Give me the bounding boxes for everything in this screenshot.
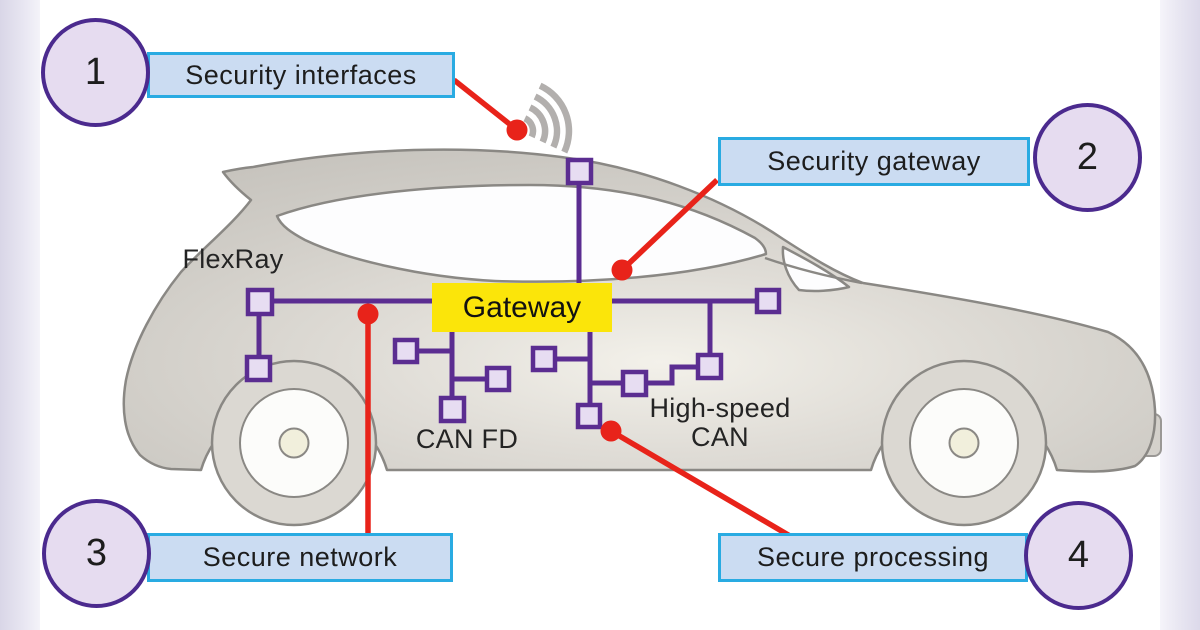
beltline bbox=[764, 256, 863, 285]
callout-number-circle-3: 3 bbox=[42, 499, 151, 608]
bus-end-node bbox=[754, 287, 782, 315]
callout-box-security-interfaces: Security interfaces bbox=[147, 52, 455, 98]
background-gradient-left bbox=[0, 0, 40, 630]
flexray-label: FlexRay bbox=[182, 244, 284, 274]
pointer-line-4 bbox=[609, 428, 792, 539]
high-speed-can-line1: High-speed bbox=[649, 393, 791, 423]
ecu-nodes bbox=[244, 157, 782, 430]
front-wheel bbox=[880, 359, 1048, 527]
callout-number: 1 bbox=[84, 51, 107, 93]
hscan-step-link bbox=[646, 364, 700, 386]
canfd-node-a bbox=[392, 337, 420, 365]
high-speed-can-label: High-speed CAN bbox=[630, 394, 810, 452]
canfd-node-c bbox=[438, 395, 467, 424]
can-fd-label: CAN FD bbox=[415, 424, 519, 454]
windshield-glass bbox=[781, 245, 851, 293]
wifi-signal-icon bbox=[523, 82, 573, 154]
pointer-dot-4 bbox=[600, 420, 622, 442]
background-gradient-right bbox=[1160, 0, 1200, 630]
gateway-block bbox=[432, 283, 612, 332]
pointer-line-2 bbox=[620, 178, 719, 272]
callout-number: 4 bbox=[1067, 534, 1090, 576]
red-callout-pointers bbox=[357, 77, 792, 539]
hscan-node-f bbox=[575, 402, 603, 430]
pointer-line-1 bbox=[452, 77, 519, 133]
callout-label: Security interfaces bbox=[185, 59, 417, 90]
callout-number-circle-4: 4 bbox=[1024, 501, 1133, 610]
callout-box-security-gateway: Security gateway bbox=[718, 137, 1030, 186]
callout-number-circle-1: 1 bbox=[41, 18, 150, 127]
callout-label: Secure network bbox=[202, 542, 398, 572]
flexray-node-1 bbox=[245, 287, 275, 317]
callout-number: 3 bbox=[85, 532, 108, 574]
callout-box-secure-network: Secure network bbox=[147, 533, 453, 582]
rear-wheel bbox=[210, 359, 378, 527]
callout-number: 2 bbox=[1076, 136, 1099, 178]
high-speed-can-line2: CAN bbox=[691, 422, 749, 452]
flexray-node-2 bbox=[244, 354, 273, 383]
pointer-dot-3 bbox=[357, 303, 379, 325]
hscan-node-g bbox=[695, 352, 724, 381]
callout-box-secure-processing: Secure processing bbox=[718, 533, 1028, 582]
hscan-node-e bbox=[620, 369, 649, 398]
side-window-glass bbox=[275, 183, 768, 283]
roof-antenna-node bbox=[565, 157, 594, 186]
callout-label: Security gateway bbox=[767, 146, 981, 176]
hscan-node-d bbox=[530, 345, 558, 373]
canfd-node-b bbox=[484, 365, 512, 393]
pointer-dot-2 bbox=[611, 259, 633, 281]
callout-label: Secure processing bbox=[756, 542, 990, 572]
gateway-label: Gateway bbox=[462, 290, 582, 324]
pointer-dot-1 bbox=[506, 119, 528, 141]
callout-number-circle-2: 2 bbox=[1033, 103, 1142, 212]
